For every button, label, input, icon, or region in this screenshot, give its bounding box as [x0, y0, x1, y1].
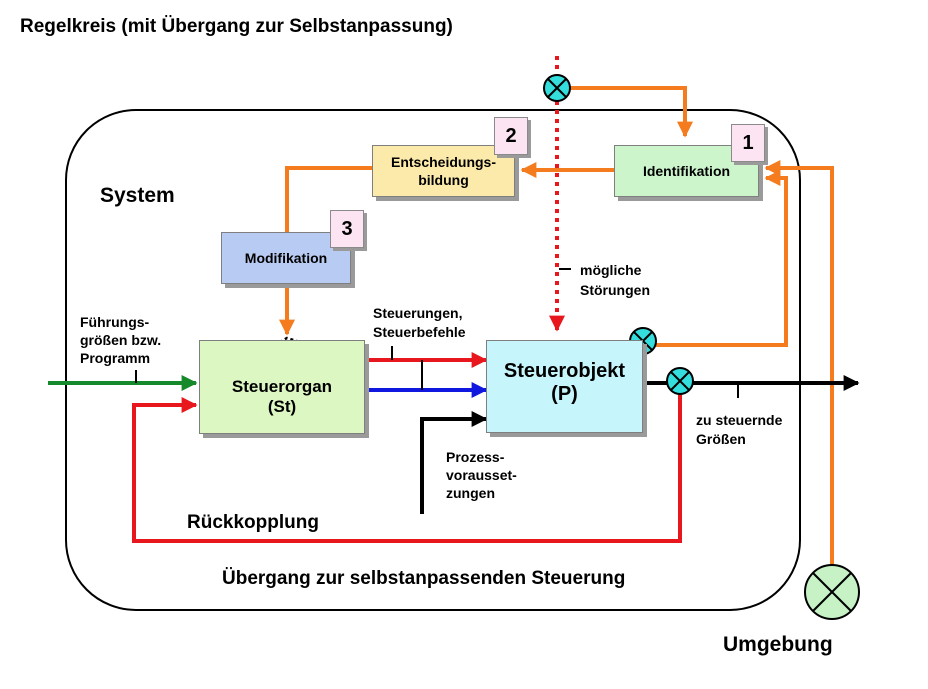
reference-input-label: Führungs- größen bzw. Programm — [80, 314, 162, 366]
step-number-2: 2 — [494, 117, 528, 155]
entscheidung-label-line1: Entscheidungs- — [390, 154, 496, 170]
modifikation-label: Modifikation — [244, 250, 328, 266]
control-commands-label: Steuerungen, Steuerbefehle — [373, 305, 466, 340]
environment-label: Umgebung — [723, 633, 833, 656]
identifikation-label: Identifikation — [642, 163, 731, 179]
adaptation-loop — [279, 86, 834, 566]
block-steuerobjekt: Steuerobjekt (P) — [486, 340, 643, 433]
steuerobjekt-label-line1: Steuerobjekt — [503, 359, 626, 382]
transition-label: Übergang zur selbstanpassenden Steuerung — [222, 568, 626, 589]
steuerobjekt-label-line2: (P) — [551, 382, 578, 405]
page-title: Regelkreis (mit Übergang zur Selbstanpas… — [20, 16, 453, 37]
steuerorgan-label-line1: Steuerorgan — [231, 377, 333, 396]
block-entscheidungsbildung: Entscheidungs- bildung — [372, 145, 515, 197]
process-prerequisite-label: Prozess- vorausset- zungen — [446, 449, 517, 501]
sensor-output-icon — [666, 367, 694, 395]
block-steuerorgan: Steuerorgan (St) — [199, 340, 365, 434]
step-number-3: 3 — [330, 210, 364, 248]
feedback-loop — [132, 392, 682, 543]
system-boundary — [65, 109, 801, 611]
sensor-top-icon — [543, 74, 571, 102]
block-modifikation: Modifikation — [221, 232, 351, 284]
steuerorgan-label-line2: (St) — [267, 397, 297, 416]
process-prerequisite-arrow — [420, 411, 488, 514]
disturbance-label: mögliche Störungen — [580, 262, 650, 298]
feedback-label: Rückkopplung — [187, 512, 319, 533]
entscheidung-label-line2: bildung — [418, 172, 469, 188]
system-label: System — [100, 184, 175, 207]
step-number-1: 1 — [731, 124, 765, 162]
sensor-environment-icon — [804, 564, 860, 620]
disturbance-label-tick — [559, 268, 571, 270]
controlled-variables-label: zu steuernde Größen — [696, 412, 783, 447]
